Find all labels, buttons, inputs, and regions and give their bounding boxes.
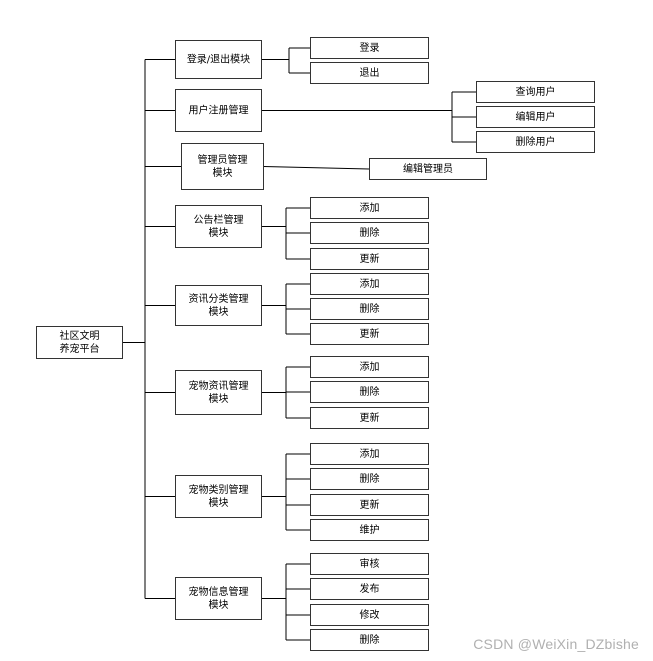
module-node-1-box	[175, 40, 262, 79]
sub-node-5-3-label: 更新	[360, 327, 380, 340]
sub-node-7-3: 更新	[310, 494, 429, 516]
module-node-8-box	[175, 577, 262, 620]
sub-node-5-2: 删除	[310, 298, 429, 320]
module-node-4-box	[175, 205, 262, 248]
sub-node-6-1-label: 添加	[360, 360, 380, 373]
module-node-6: 宠物资讯管理模块	[175, 370, 262, 415]
sub-node-7-2: 删除	[310, 468, 429, 490]
sub-node-8-4-label: 删除	[360, 633, 380, 646]
sub-node-1-1-box	[310, 37, 429, 59]
module-node-7-label: 宠物类别管理模块	[189, 483, 249, 509]
sub-node-8-3-box	[310, 604, 429, 626]
sub-node-2-2: 编辑用户	[476, 106, 595, 128]
module-node-8-label: 宠物信息管理模块	[189, 585, 249, 611]
sub-node-8-3-label: 修改	[360, 608, 380, 621]
sub-node-6-3: 更新	[310, 407, 429, 429]
sub-node-5-2-box	[310, 298, 429, 320]
module-node-6-box	[175, 370, 262, 415]
module-node-5: 资讯分类管理模块	[175, 285, 262, 326]
sub-node-8-4: 删除	[310, 629, 429, 651]
sub-node-8-2-box	[310, 578, 429, 600]
sub-node-1-2-box	[310, 62, 429, 84]
module-node-4-label: 公告栏管理模块	[194, 213, 244, 239]
module-node-7-box	[175, 475, 262, 518]
sub-node-2-3: 删除用户	[476, 131, 595, 153]
sub-node-4-2-label: 删除	[360, 226, 380, 239]
sub-node-8-1: 审核	[310, 553, 429, 575]
module-node-7: 宠物类别管理模块	[175, 475, 262, 518]
sub-node-2-3-box	[476, 131, 595, 153]
sub-node-5-3: 更新	[310, 323, 429, 345]
sub-node-2-1-label: 查询用户	[516, 85, 556, 98]
sub-node-6-2-box	[310, 381, 429, 403]
sub-node-3-1: 编辑管理员	[369, 158, 487, 180]
sub-node-4-1-box	[310, 197, 429, 219]
sub-node-7-1: 添加	[310, 443, 429, 465]
sub-node-2-2-box	[476, 106, 595, 128]
sub-node-7-4: 维护	[310, 519, 429, 541]
root-node: 社区文明养宠平台	[36, 326, 123, 359]
module-node-4: 公告栏管理模块	[175, 205, 262, 248]
module-node-2-box	[175, 89, 262, 132]
sub-node-1-1: 登录	[310, 37, 429, 59]
module-node-2: 用户注册管理	[175, 89, 262, 132]
sub-node-5-1-label: 添加	[360, 277, 380, 290]
sub-node-4-3-box	[310, 248, 429, 270]
sub-node-2-1-box	[476, 81, 595, 103]
sub-node-6-1-box	[310, 356, 429, 378]
sub-node-7-3-label: 更新	[360, 498, 380, 511]
root-node-box	[36, 326, 123, 359]
module-node-1-label: 登录/退出模块	[187, 53, 250, 66]
sub-node-8-1-label: 审核	[360, 557, 380, 570]
root-node-label: 社区文明养宠平台	[60, 329, 100, 355]
sub-node-4-1: 添加	[310, 197, 429, 219]
sub-node-7-1-label: 添加	[360, 447, 380, 460]
sub-node-6-2: 删除	[310, 381, 429, 403]
sub-node-6-3-label: 更新	[360, 411, 380, 424]
sub-node-2-3-label: 删除用户	[516, 135, 556, 148]
module-node-6-label: 宠物资讯管理模块	[189, 379, 249, 405]
sub-node-1-2: 退出	[310, 62, 429, 84]
sub-node-5-2-label: 删除	[360, 302, 380, 315]
module-node-3-box	[181, 143, 264, 190]
sub-node-4-1-label: 添加	[360, 201, 380, 214]
module-node-3: 管理员管理模块	[181, 143, 264, 190]
sub-node-6-1: 添加	[310, 356, 429, 378]
sub-node-2-1: 查询用户	[476, 81, 595, 103]
sub-node-6-2-label: 删除	[360, 385, 380, 398]
sub-node-3-1-box	[369, 158, 487, 180]
sub-node-8-4-box	[310, 629, 429, 651]
sub-node-8-2-label: 发布	[360, 582, 380, 595]
sub-node-7-2-label: 删除	[360, 472, 380, 485]
module-node-3-label: 管理员管理模块	[198, 153, 248, 179]
sub-node-5-1-box	[310, 273, 429, 295]
sub-node-1-2-label: 退出	[360, 66, 380, 79]
sub-node-5-3-box	[310, 323, 429, 345]
sub-node-7-4-box	[310, 519, 429, 541]
sub-node-5-1: 添加	[310, 273, 429, 295]
sub-node-3-1-label: 编辑管理员	[403, 162, 453, 175]
sub-node-8-2: 发布	[310, 578, 429, 600]
sub-node-7-3-box	[310, 494, 429, 516]
sub-node-8-1-box	[310, 553, 429, 575]
sub-node-4-2-box	[310, 222, 429, 244]
sub-node-8-3: 修改	[310, 604, 429, 626]
module-node-2-label: 用户注册管理	[189, 104, 249, 117]
sub-node-7-1-box	[310, 443, 429, 465]
sub-node-4-3-label: 更新	[360, 252, 380, 265]
sub-node-7-2-box	[310, 468, 429, 490]
sub-node-7-4-label: 维护	[360, 523, 380, 536]
module-node-5-label: 资讯分类管理模块	[189, 292, 249, 318]
module-node-5-box	[175, 285, 262, 326]
sub-node-4-2: 删除	[310, 222, 429, 244]
sub-node-4-3: 更新	[310, 248, 429, 270]
csdn-watermark: CSDN @WeiXin_DZbishe	[473, 636, 639, 652]
child-connector-3-1	[263, 166, 370, 170]
sub-node-6-3-box	[310, 407, 429, 429]
module-node-8: 宠物信息管理模块	[175, 577, 262, 620]
sub-node-1-1-label: 登录	[360, 41, 380, 54]
sub-node-2-2-label: 编辑用户	[516, 110, 556, 123]
module-node-1: 登录/退出模块	[175, 40, 262, 79]
